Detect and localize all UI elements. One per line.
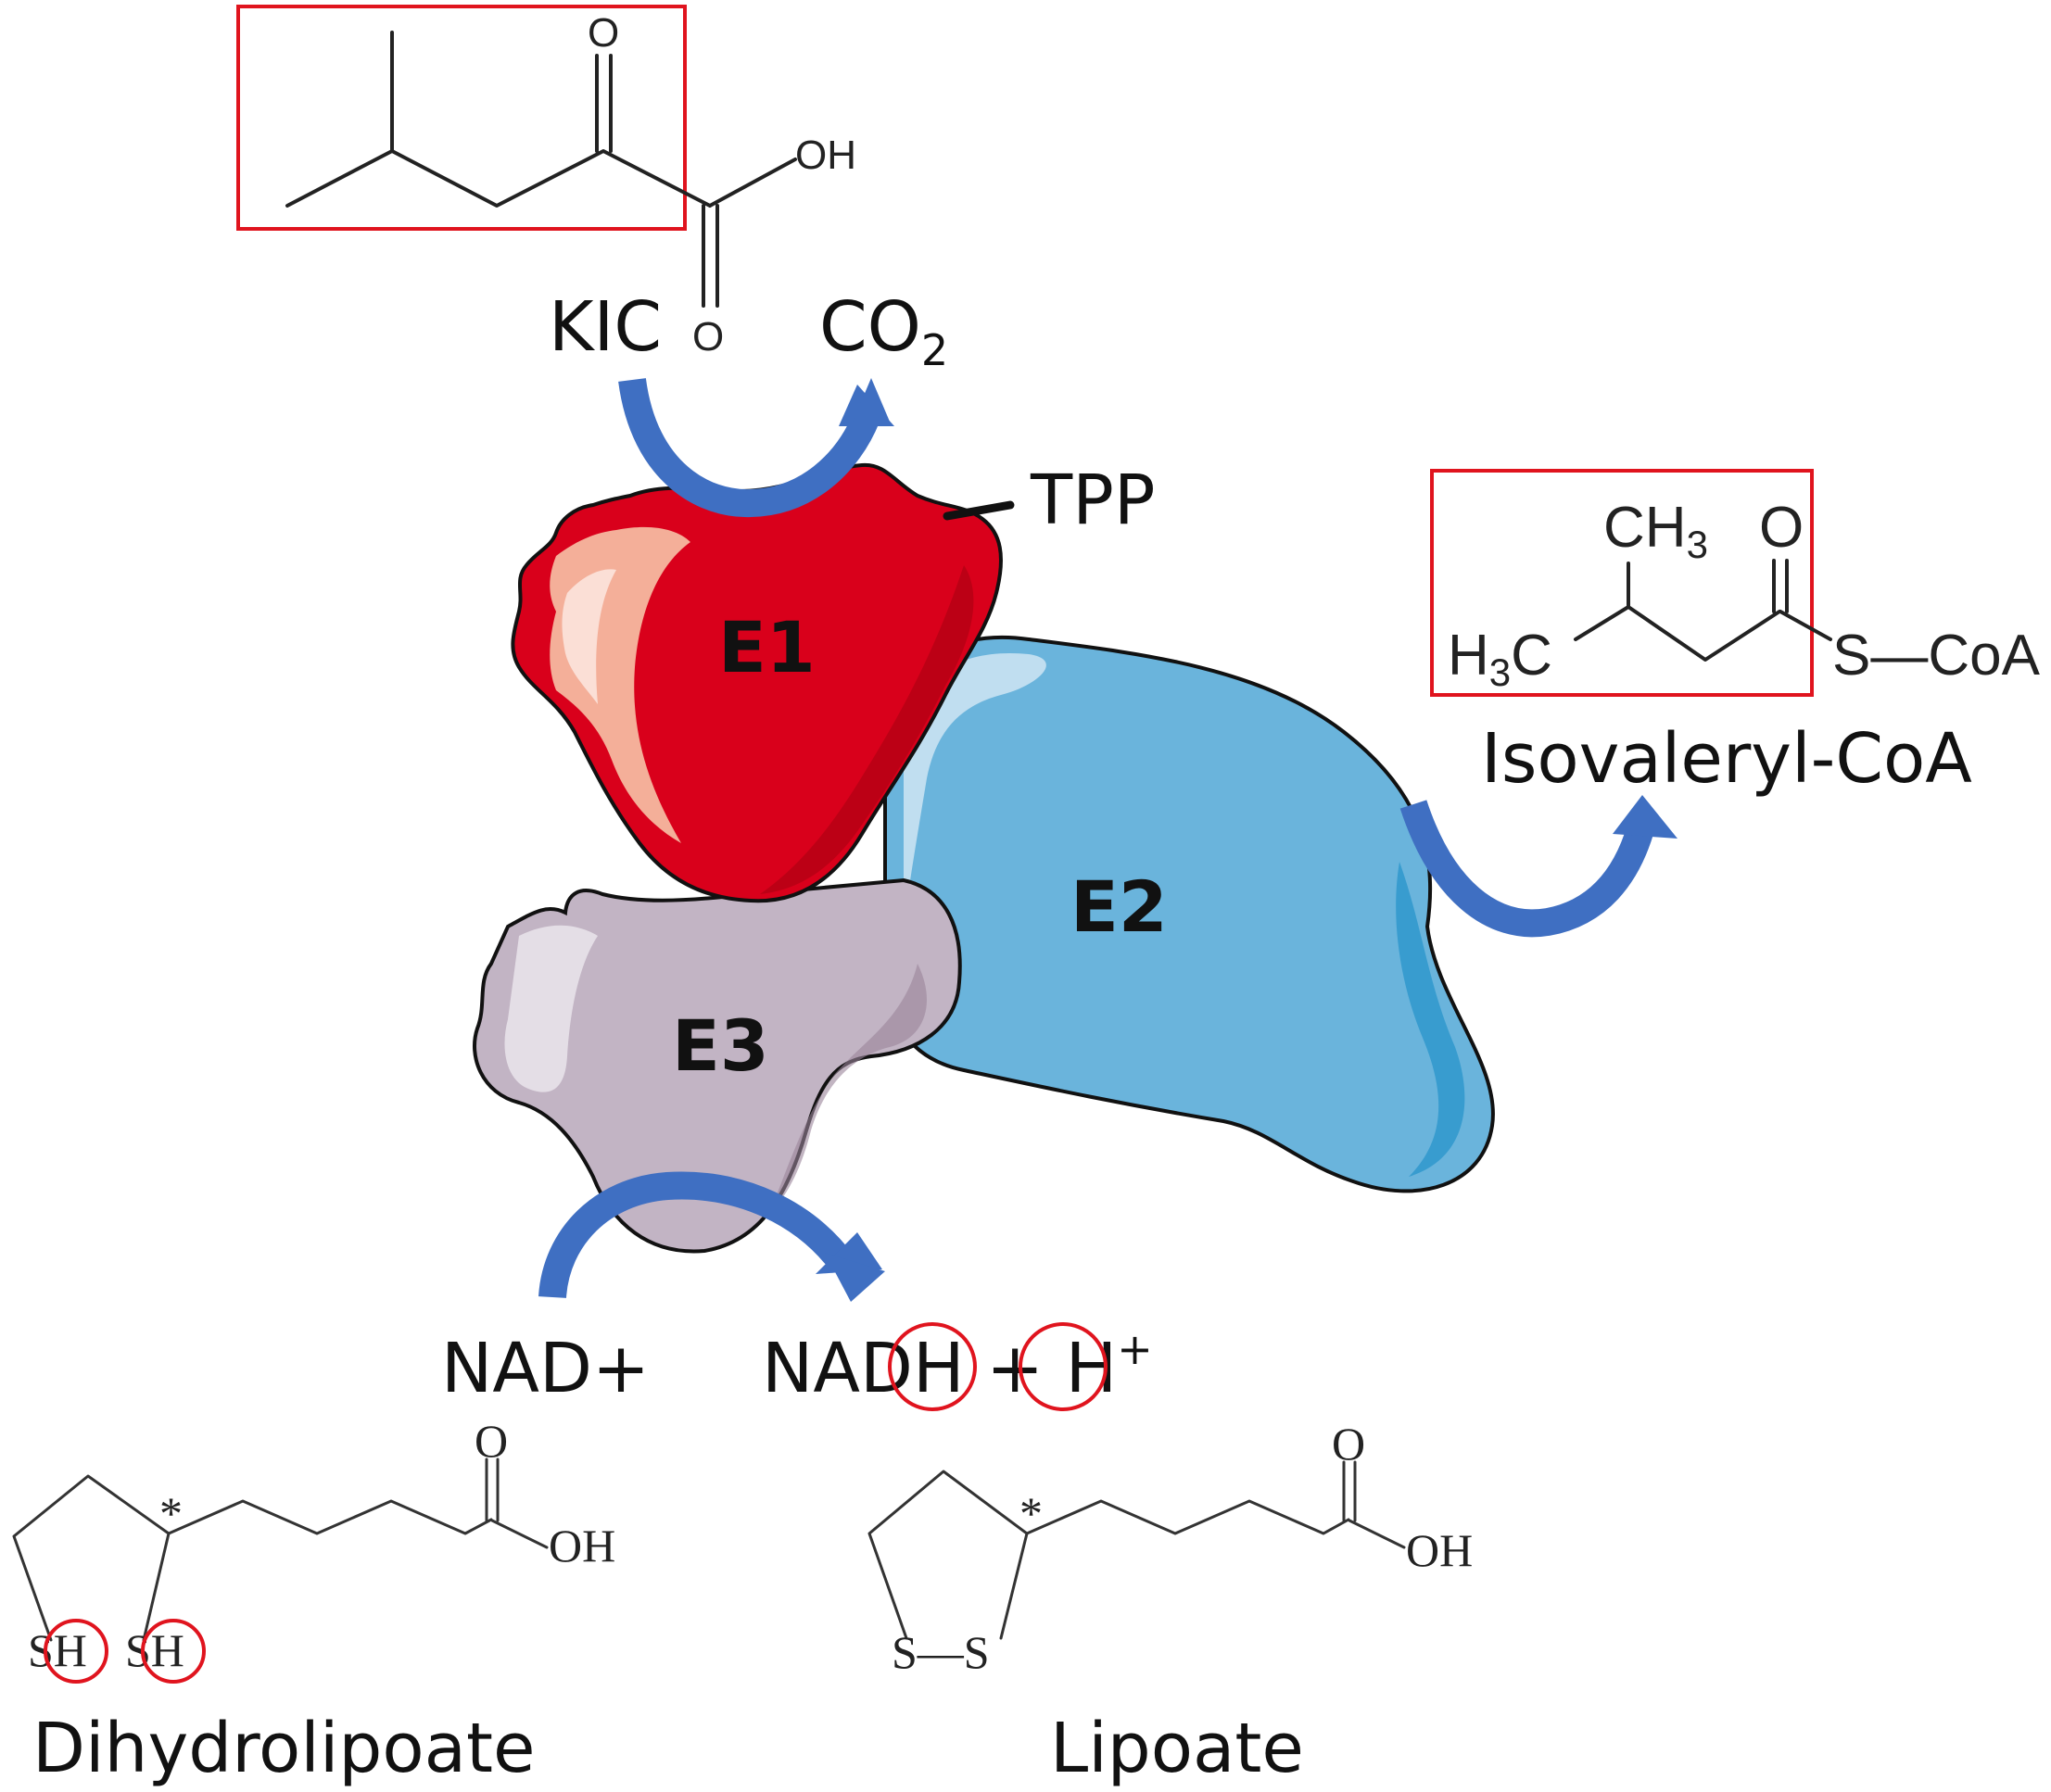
dihydro-o: O <box>475 1415 508 1467</box>
kic-structure: O OH O <box>236 5 856 360</box>
lipoate-label: Lipoate <box>1050 1709 1304 1788</box>
e2-label: E2 <box>1070 865 1168 948</box>
dihydrolipoate-label: Dihydrolipoate <box>32 1709 536 1788</box>
dihydro-sh-1: SH <box>28 1624 87 1676</box>
co2-label: CO2 <box>819 287 948 375</box>
e3-label: E3 <box>672 1004 769 1087</box>
nadh-label: NADH + H+ <box>762 1324 1153 1408</box>
s-coa-atom: S—CoA <box>1832 624 2041 688</box>
proton-circle <box>1019 1322 1108 1411</box>
enzyme-e1: E1 <box>511 462 1003 903</box>
nad-to-nadh-arrow <box>538 1171 885 1302</box>
sh2-h-circle <box>141 1619 206 1684</box>
nadh-h-circle <box>888 1322 977 1411</box>
tpp-pointer <box>943 500 1015 521</box>
enzyme-e3: E3 <box>473 877 962 1254</box>
isovaleryl-highlight-box <box>1430 469 1814 697</box>
e2-to-isovaleryl-arrow <box>1399 795 1678 938</box>
lipoate-oh: OH <box>1406 1524 1473 1576</box>
lipoate-o: O <box>1332 1418 1365 1470</box>
lipoate-star: * <box>1019 1487 1043 1539</box>
kic-o-bottom: O <box>692 314 724 360</box>
kic-highlight-box <box>236 5 687 231</box>
isovaleryl-coa-label: Isovaleryl-CoA <box>1481 719 1972 799</box>
nad-label: NAD+ <box>441 1329 650 1408</box>
h3c-atom: H3C <box>1448 624 1552 694</box>
o-atom: O <box>1759 496 1804 560</box>
dihydro-oh: OH <box>549 1520 615 1571</box>
kic-to-co2-arrow <box>618 377 894 518</box>
lipoate-ss: S—S <box>892 1626 990 1678</box>
isovaleryl-coa-structure: CH3 O H3C S—CoA <box>1430 469 2041 697</box>
kic-label: KIC <box>549 287 662 367</box>
dihydro-star: * <box>159 1487 183 1539</box>
kic-oh: OH <box>795 133 856 178</box>
ch3-atom: CH3 <box>1603 496 1708 566</box>
lipoate-structure: O OH * S—S <box>867 1418 1473 1678</box>
enzyme-e2: E2 <box>883 635 1495 1193</box>
sh1-h-circle <box>44 1619 108 1684</box>
dihydrolipoate-structure: O OH * SH SH <box>12 1415 615 1684</box>
dihydro-sh-2: SH <box>125 1624 184 1676</box>
e1-label: E1 <box>718 606 816 688</box>
kic-o-top: O <box>588 10 619 56</box>
tpp-label: TPP <box>1030 461 1155 540</box>
